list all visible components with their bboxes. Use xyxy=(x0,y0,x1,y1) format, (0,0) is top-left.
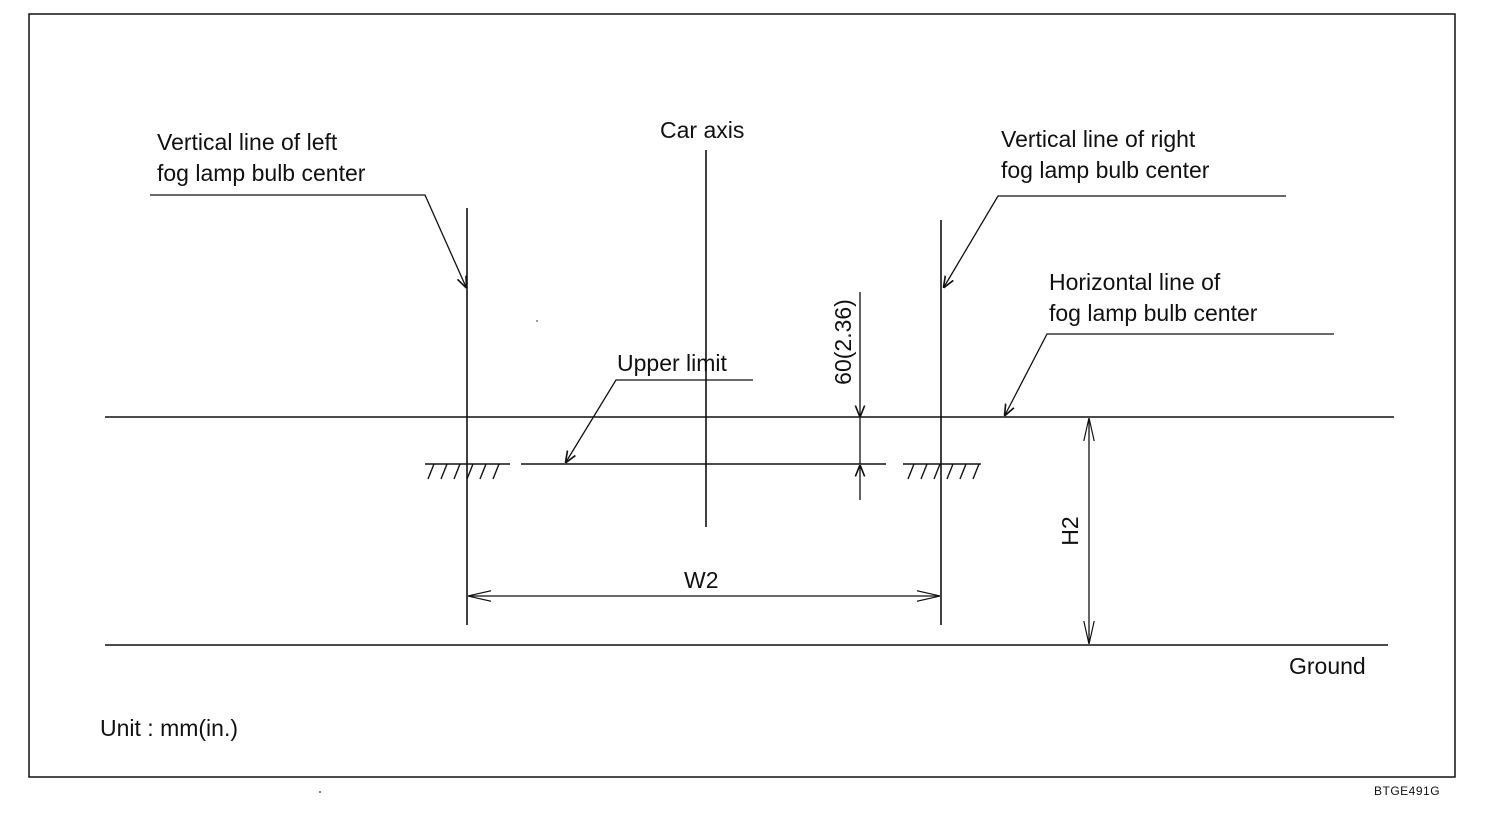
horizontal-label-line2: fog lamp bulb center xyxy=(1049,300,1258,326)
width-dimension-label: W2 xyxy=(684,567,719,593)
ground-label: Ground xyxy=(1289,653,1366,679)
upper-limit-leader xyxy=(566,379,753,462)
upper-limit-label: Upper limit xyxy=(617,350,727,376)
diagram-frame xyxy=(28,13,1456,778)
right-vertical-leader xyxy=(944,195,1286,287)
unit-note: Unit : mm(in.) xyxy=(100,715,238,741)
hatch-right xyxy=(903,463,981,480)
left-vertical-label-line1: Vertical line of left xyxy=(157,129,338,155)
left-vertical-leader xyxy=(150,194,466,287)
height-dimension-label: H2 xyxy=(1057,516,1083,546)
horizontal-label-line1: Horizontal line of xyxy=(1049,269,1221,295)
right-vertical-label-line1: Vertical line of right xyxy=(1001,126,1196,152)
right-vertical-label-line2: fog lamp bulb center xyxy=(1001,157,1210,183)
horizontal-leader xyxy=(1005,333,1334,415)
hatch-left xyxy=(425,463,510,480)
offset-dimension-label: 60(2.36) xyxy=(830,299,856,385)
left-vertical-label-line2: fog lamp bulb center xyxy=(157,160,366,186)
car-axis-label: Car axis xyxy=(660,117,745,143)
figure-code: BTGE491G xyxy=(1374,784,1441,798)
